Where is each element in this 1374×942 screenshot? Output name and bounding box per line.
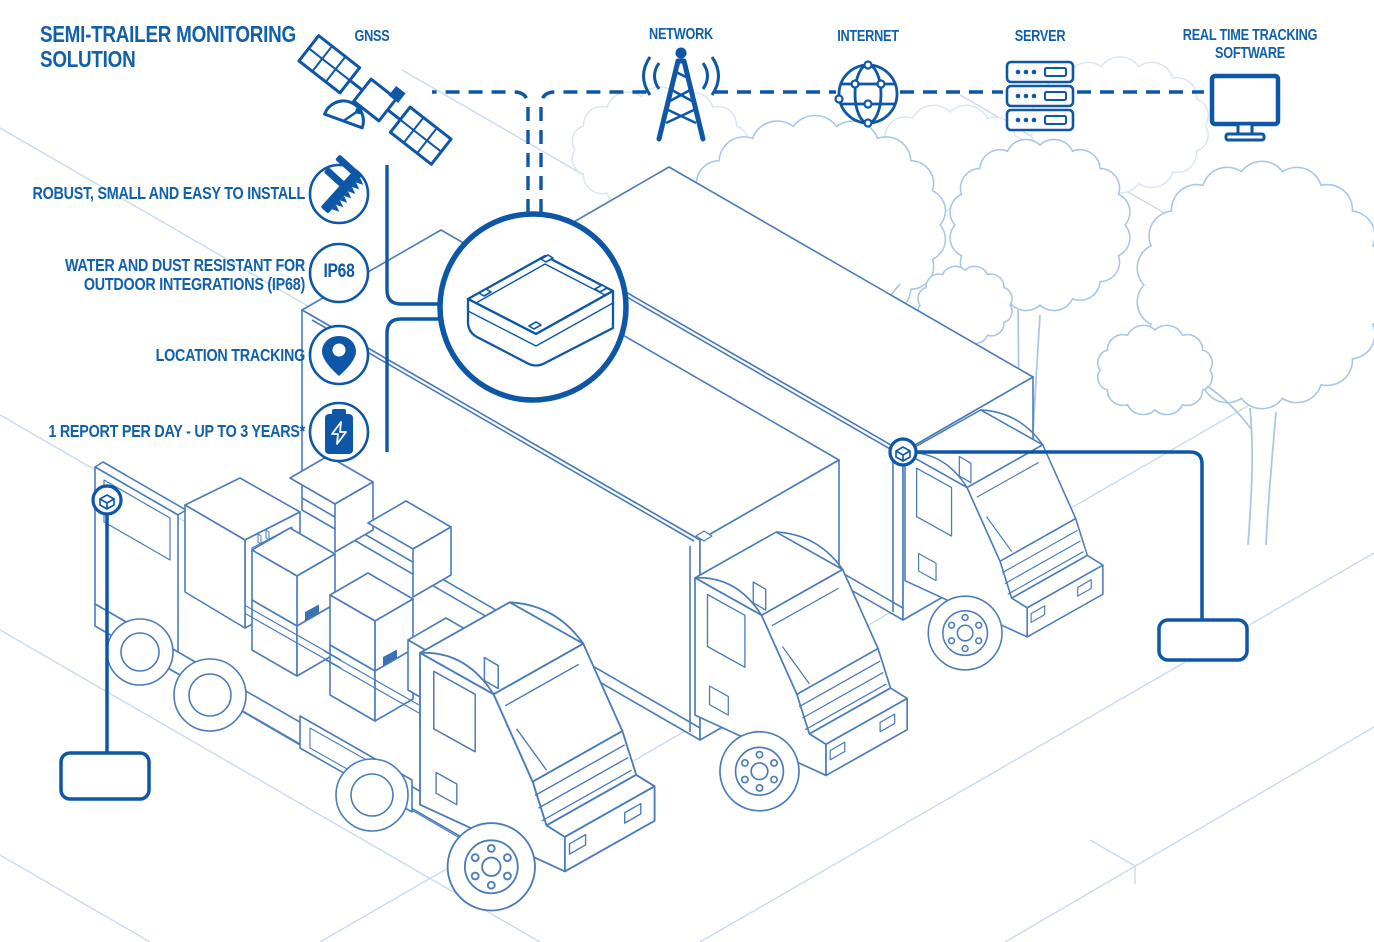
node-label-network: NETWORK xyxy=(649,26,713,43)
feature-connector-line xyxy=(385,165,439,452)
mini-tracker-icon xyxy=(99,494,115,510)
truck-cab xyxy=(904,409,1104,671)
battery-charge-icon xyxy=(325,409,353,454)
dashed-connections xyxy=(432,90,1204,213)
tracker-device xyxy=(466,254,615,367)
desktop-monitor-icon xyxy=(1209,73,1281,142)
wheel xyxy=(927,595,1003,671)
battery-feature-badge xyxy=(308,401,370,463)
tracker-device-magnifier xyxy=(437,211,629,403)
server-rack-icon xyxy=(1005,60,1075,132)
tracker-marker-right xyxy=(888,437,1249,662)
wheel xyxy=(106,618,409,832)
tree-canopy xyxy=(1097,324,1213,416)
caliper-icon xyxy=(319,155,364,213)
feature-label-robust: ROBUST, SMALL AND EASY TO INSTALL xyxy=(32,183,306,203)
caliper-feature-badge xyxy=(308,155,370,225)
truck-cab xyxy=(419,601,656,912)
feature-label-location: LOCATION TRACKING xyxy=(155,345,306,365)
node-label-gnss: GNSS xyxy=(354,28,390,45)
location-feature-badge xyxy=(308,324,370,386)
wheel xyxy=(719,730,800,812)
truck-cab xyxy=(694,531,908,812)
callout-label-box xyxy=(59,751,151,801)
node-label-server: SERVER xyxy=(1014,28,1066,45)
mini-tracker-icon xyxy=(895,446,911,462)
node-label-internet: INTERNET xyxy=(837,28,899,45)
tree-canopy xyxy=(949,138,1131,312)
antenna-tower-icon xyxy=(642,47,720,142)
ip68-feature-badge xyxy=(308,242,370,304)
ip68-badge-text: IP68 xyxy=(323,261,355,282)
map-pin-icon xyxy=(322,336,356,376)
callout-label-box xyxy=(1157,618,1249,662)
wheel xyxy=(446,822,536,912)
feature-label-battery: 1 REPORT PER DAY - UP TO 3 YEARS* xyxy=(48,421,305,441)
satellite-icon xyxy=(297,34,453,166)
truck-left xyxy=(94,455,656,912)
tracker-marker-left xyxy=(59,484,151,801)
globe-icon xyxy=(834,60,899,128)
node-label-software: REAL TIME TRACKING SOFTWARE xyxy=(1182,27,1318,62)
